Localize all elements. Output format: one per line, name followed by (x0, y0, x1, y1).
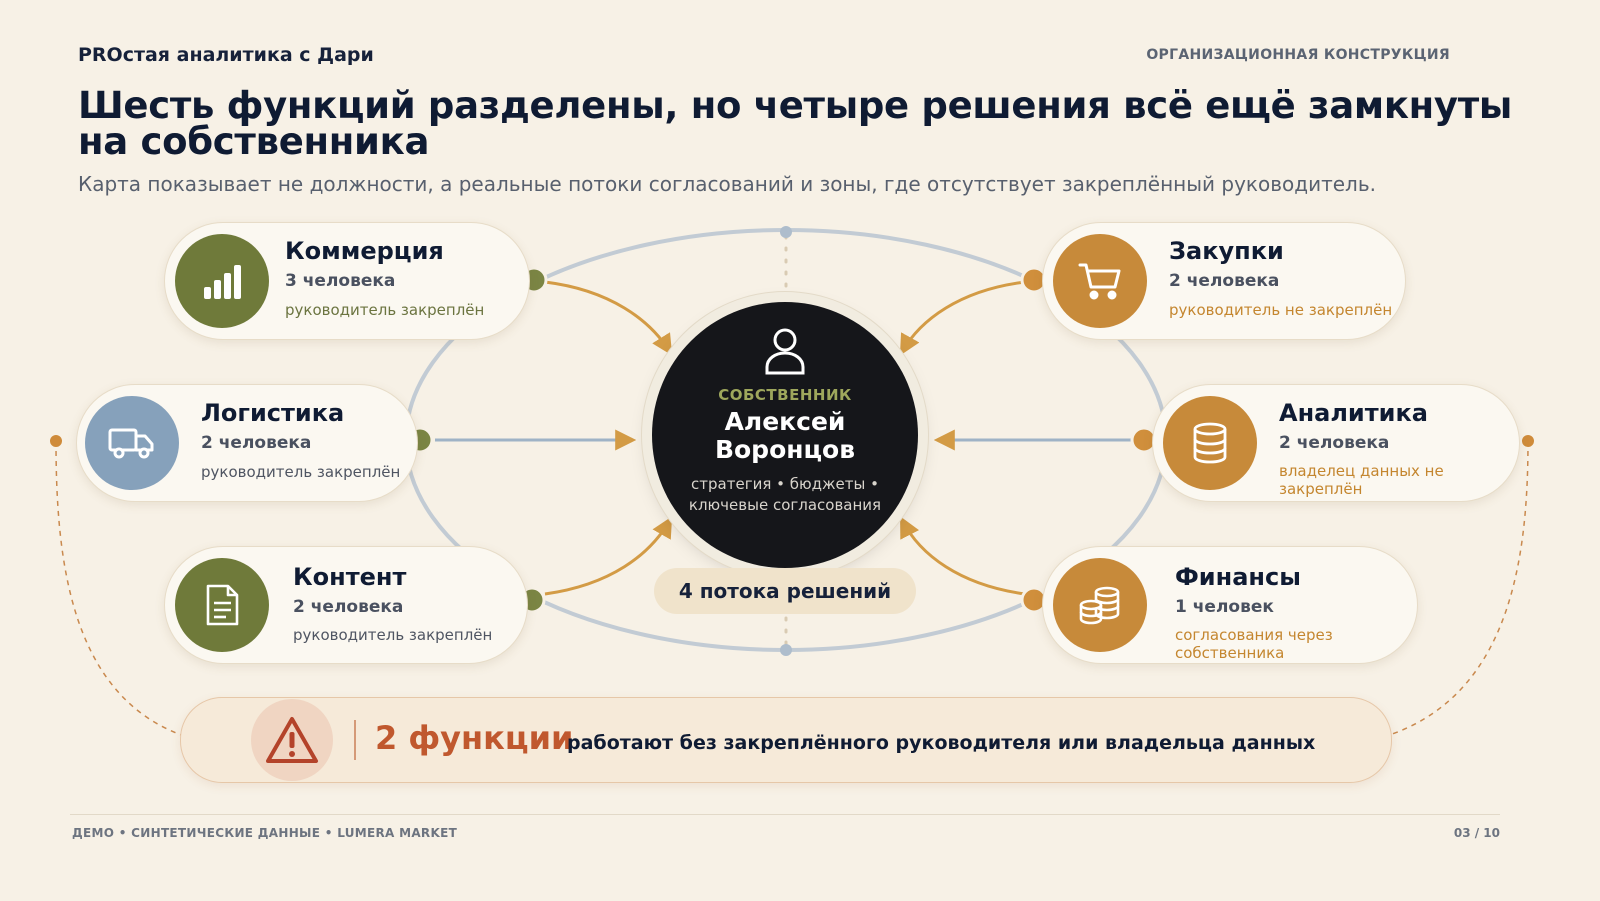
truck-icon (85, 396, 179, 490)
function-status: руководитель закреплён (285, 301, 485, 319)
footer-label: ДЕМО • СИНТЕТИЧЕСКИЕ ДАННЫЕ • LUMERA MAR… (72, 826, 458, 840)
function-count: 3 человека (285, 271, 396, 291)
arrow-content (544, 516, 673, 596)
person-icon (763, 326, 807, 380)
dashed-end-dot (1520, 433, 1536, 449)
dashed-end-dot (48, 433, 64, 449)
function-status: руководитель не закреплён (1169, 301, 1393, 319)
function-name: Аналитика (1279, 399, 1428, 427)
cart-icon (1053, 234, 1147, 328)
bottom-node-dot (780, 644, 792, 656)
function-name: Логистика (201, 399, 345, 427)
function-status: владелец данных не закреплён (1279, 462, 1444, 498)
database-icon (1163, 396, 1257, 490)
alert-banner: 2 функции работают без закреплённого рук… (180, 697, 1392, 783)
function-status: руководитель закреплён (201, 463, 401, 481)
owner-scope: стратегия • бюджеты • ключевые согласова… (688, 475, 882, 514)
dashed-link-right (1379, 440, 1529, 739)
arrow-finance (900, 516, 1026, 596)
bar-chart-icon (175, 234, 269, 328)
function-name: Контент (293, 563, 407, 591)
page-number: 03 / 10 (1453, 826, 1500, 840)
function-name: Финансы (1175, 563, 1301, 591)
warning-icon (251, 699, 333, 781)
page-subtitle: Карта показывает не должности, а реальны… (78, 172, 1376, 196)
coins-icon (1053, 558, 1147, 652)
function-card-commerce[interactable]: Коммерция 3 человека руководитель закреп… (164, 222, 530, 340)
owner-name: Алексей Воронцов (714, 407, 856, 464)
flows-badge: 4 потока решений (654, 568, 916, 614)
alert-count: 2 функции (375, 719, 574, 757)
alert-text: работают без закреплённого руководителя … (567, 732, 1316, 754)
footer-divider (70, 814, 1500, 815)
arrow-purchasing (899, 280, 1026, 356)
dashed-link-left (55, 440, 191, 739)
function-name: Закупки (1169, 237, 1284, 265)
function-card-purchasing[interactable]: Закупки 2 человека руководитель не закре… (1042, 222, 1406, 340)
function-status: согласования через собственника (1175, 626, 1333, 662)
function-count: 1 человек (1175, 597, 1274, 617)
function-count: 2 человека (201, 433, 312, 453)
owner-role: СОБСТВЕННИК (718, 386, 852, 404)
page-title: Шесть функций разделены, но четыре решен… (78, 84, 1513, 163)
function-name: Коммерция (285, 237, 444, 265)
function-count: 2 человека (293, 597, 404, 617)
arrow-commerce (544, 280, 673, 356)
function-card-finance[interactable]: Финансы 1 человек согласования через соб… (1042, 546, 1418, 664)
alert-divider (354, 720, 356, 760)
function-count: 2 человека (1169, 271, 1280, 291)
owner-node[interactable]: СОБСТВЕННИК Алексей Воронцов стратегия •… (652, 302, 918, 568)
function-count: 2 человека (1279, 433, 1390, 453)
function-card-logistics[interactable]: Логистика 2 человека руководитель закреп… (76, 384, 418, 502)
function-card-analytics[interactable]: Аналитика 2 человека владелец данных не … (1152, 384, 1520, 502)
brand-title: PROстая аналитика с Дари (78, 44, 374, 66)
section-label: ОРГАНИЗАЦИОННАЯ КОНСТРУКЦИЯ (1146, 47, 1450, 63)
top-node-dot (780, 226, 792, 238)
function-status: руководитель закреплён (293, 626, 493, 644)
function-card-content[interactable]: Контент 2 человека руководитель закреплё… (164, 546, 528, 664)
document-icon (175, 558, 269, 652)
